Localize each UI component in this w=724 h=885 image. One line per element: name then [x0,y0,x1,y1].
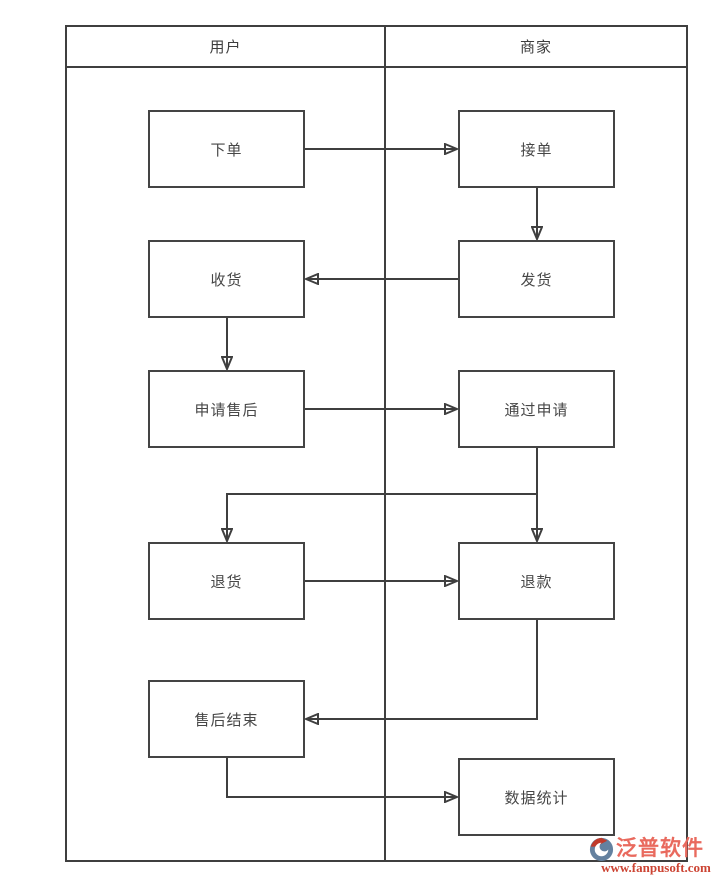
node-label: 申请售后 [194,401,259,419]
watermark-url: www.fanpusoft.com [601,860,711,875]
node-label: 退货 [210,573,243,591]
flow-node-apply-after-sales: 申请售后 [148,370,305,448]
lane-header-merchant: 商家 [386,27,686,66]
diagram-frame [65,25,688,862]
fanpu-logo-icon [589,837,614,862]
flow-node-place-order: 下单 [148,110,305,188]
node-label: 通过申请 [504,401,569,419]
flow-node-accept-order: 接单 [458,110,615,188]
node-label: 接单 [520,141,553,159]
node-label: 退款 [520,573,553,591]
lane-label-user: 用户 [209,39,242,56]
node-label: 收货 [210,271,243,289]
lane-header-underline [67,66,686,68]
lane-label-merchant: 商家 [519,39,552,56]
lane-header-user: 用户 [67,27,384,66]
flow-node-receive-goods: 收货 [148,240,305,318]
flow-node-refund: 退款 [458,542,615,620]
lane-divider [384,27,386,860]
watermark: 泛普软件 www.fanpusoft.com [588,835,724,883]
node-label: 下单 [210,141,243,159]
edge-approve-application-to-return-goods [227,493,537,541]
flow-node-ship-goods: 发货 [458,240,615,318]
flow-node-after-sales-end: 售后结束 [148,680,305,758]
flow-node-return-goods: 退货 [148,542,305,620]
flow-node-approve-application: 通过申请 [458,370,615,448]
watermark-brand: 泛普软件 [616,836,704,860]
edge-refund-to-after-sales-end [306,620,538,719]
node-label: 售后结束 [194,711,259,729]
flow-node-data-statistics: 数据统计 [458,758,615,836]
node-label: 发货 [520,271,553,289]
node-label: 数据统计 [504,789,569,807]
edge-after-sales-end-to-data-statistics [226,758,457,797]
